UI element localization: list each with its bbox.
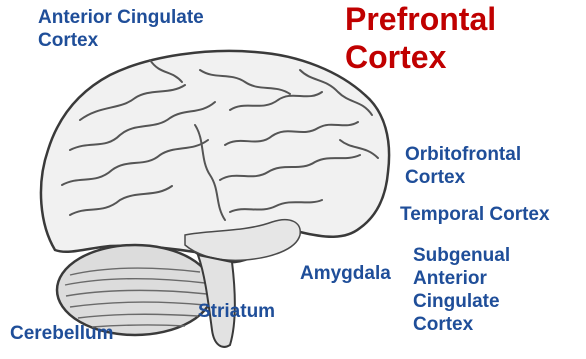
label-orbitofrontal-cortex: Orbitofrontal Cortex	[405, 143, 521, 189]
label-anterior-cingulate-cortex: Anterior Cingulate Cortex	[38, 6, 204, 52]
label-line: Amygdala	[300, 262, 391, 285]
label-line: Striatum	[198, 300, 275, 323]
label-line: Cortex	[413, 313, 510, 336]
label-striatum: Striatum	[198, 300, 275, 323]
label-line: Cortex	[38, 29, 204, 52]
label-temporal-cortex: Temporal Cortex	[400, 203, 550, 226]
label-line: Cingulate	[413, 290, 510, 313]
label-line: Anterior Cingulate	[38, 6, 204, 29]
label-line: Anterior	[413, 267, 510, 290]
label-line: Temporal Cortex	[400, 203, 550, 226]
title-line-2: Cortex	[345, 38, 496, 76]
label-line: Cortex	[405, 166, 521, 189]
label-line: Orbitofrontal	[405, 143, 521, 166]
title-line-1: Prefrontal	[345, 0, 496, 38]
title-prefrontal-cortex: Prefrontal Cortex	[345, 0, 496, 76]
label-line: Subgenual	[413, 244, 510, 267]
label-amygdala: Amygdala	[300, 262, 391, 285]
label-subgenual-anterior-cingulate-cortex: Subgenual Anterior Cingulate Cortex	[413, 244, 510, 336]
cerebrum-shape	[41, 51, 389, 262]
label-cerebellum: Cerebellum	[10, 322, 113, 345]
label-line: Cerebellum	[10, 322, 113, 345]
